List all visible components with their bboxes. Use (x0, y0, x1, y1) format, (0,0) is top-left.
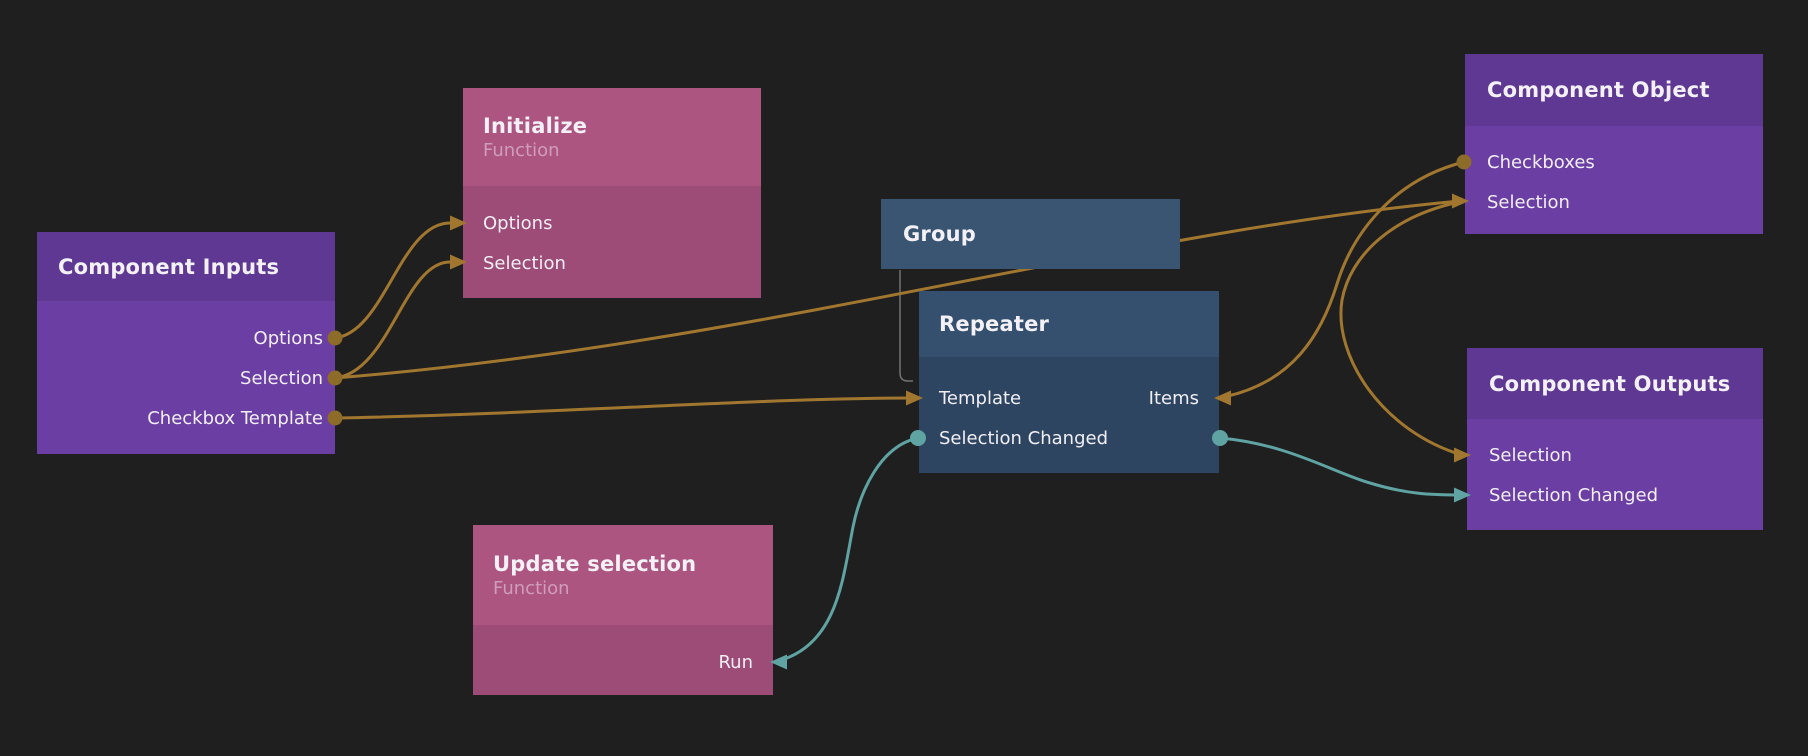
port-initialize-options[interactable]: Options (483, 212, 553, 234)
node-title: Group (903, 222, 977, 246)
port-component-object-selection[interactable]: Selection (1487, 191, 1570, 213)
port-component-outputs-selection[interactable]: Selection (1489, 444, 1572, 466)
port-row-template-items[interactable]: Template Items (939, 378, 1199, 418)
node-update-selection[interactable]: Update selection Function Run (473, 525, 773, 695)
port-initialize-selection[interactable]: Selection (483, 252, 566, 274)
node-title: Component Object (1487, 78, 1710, 102)
node-subtitle: Function (483, 139, 560, 161)
wire-object-selection-to-outputs-selection[interactable] (1339, 199, 1465, 457)
port-component-inputs-options[interactable]: Options (253, 327, 323, 349)
wire-selection-changed-to-update-selection-run[interactable] (777, 436, 919, 663)
node-title: Repeater (939, 312, 1050, 336)
node-title: Component Outputs (1489, 371, 1731, 396)
port-component-inputs-selection[interactable]: Selection (240, 367, 323, 389)
wire-checkboxes-to-repeater-items[interactable] (1227, 160, 1465, 398)
wire-options-to-initialize-options[interactable] (334, 221, 451, 340)
node-title: Update selection (493, 551, 697, 576)
port-update-selection-run[interactable]: Run (718, 651, 753, 673)
node-initialize[interactable]: Initialize Function Options Selection (463, 88, 761, 298)
node-component-object[interactable]: Component Object Checkboxes Selection (1465, 54, 1763, 234)
wire-group-to-repeater-hierarchy[interactable] (899, 270, 913, 382)
port-component-inputs-checkbox-template[interactable]: Checkbox Template (147, 407, 323, 429)
node-subtitle: Function (493, 577, 570, 599)
node-component-outputs[interactable]: Component Outputs Selection Selection Ch… (1467, 348, 1763, 530)
node-group[interactable]: Group (881, 199, 1180, 269)
port-repeater-selection-changed[interactable]: Selection Changed (939, 427, 1109, 449)
wire-selection-changed-to-outputs-selection-changed[interactable] (1219, 436, 1463, 497)
port-repeater-template[interactable]: Template (939, 387, 1022, 409)
node-component-inputs[interactable]: Component Inputs Options Selection Check… (37, 232, 335, 454)
node-title: Initialize (483, 113, 588, 138)
port-component-object-checkboxes[interactable]: Checkboxes (1487, 151, 1595, 173)
node-repeater[interactable]: Repeater Template Items Selection Change… (919, 291, 1219, 473)
wire-selection-to-component-object-selection[interactable] (334, 199, 1461, 380)
wire-checkbox-template-to-repeater-template[interactable] (334, 396, 916, 420)
node-title: Component Inputs (58, 254, 280, 279)
port-component-outputs-selection-changed[interactable]: Selection Changed (1489, 484, 1659, 506)
wire-selection-to-initialize-selection[interactable] (334, 260, 451, 380)
port-repeater-items[interactable]: Items (1148, 387, 1199, 409)
